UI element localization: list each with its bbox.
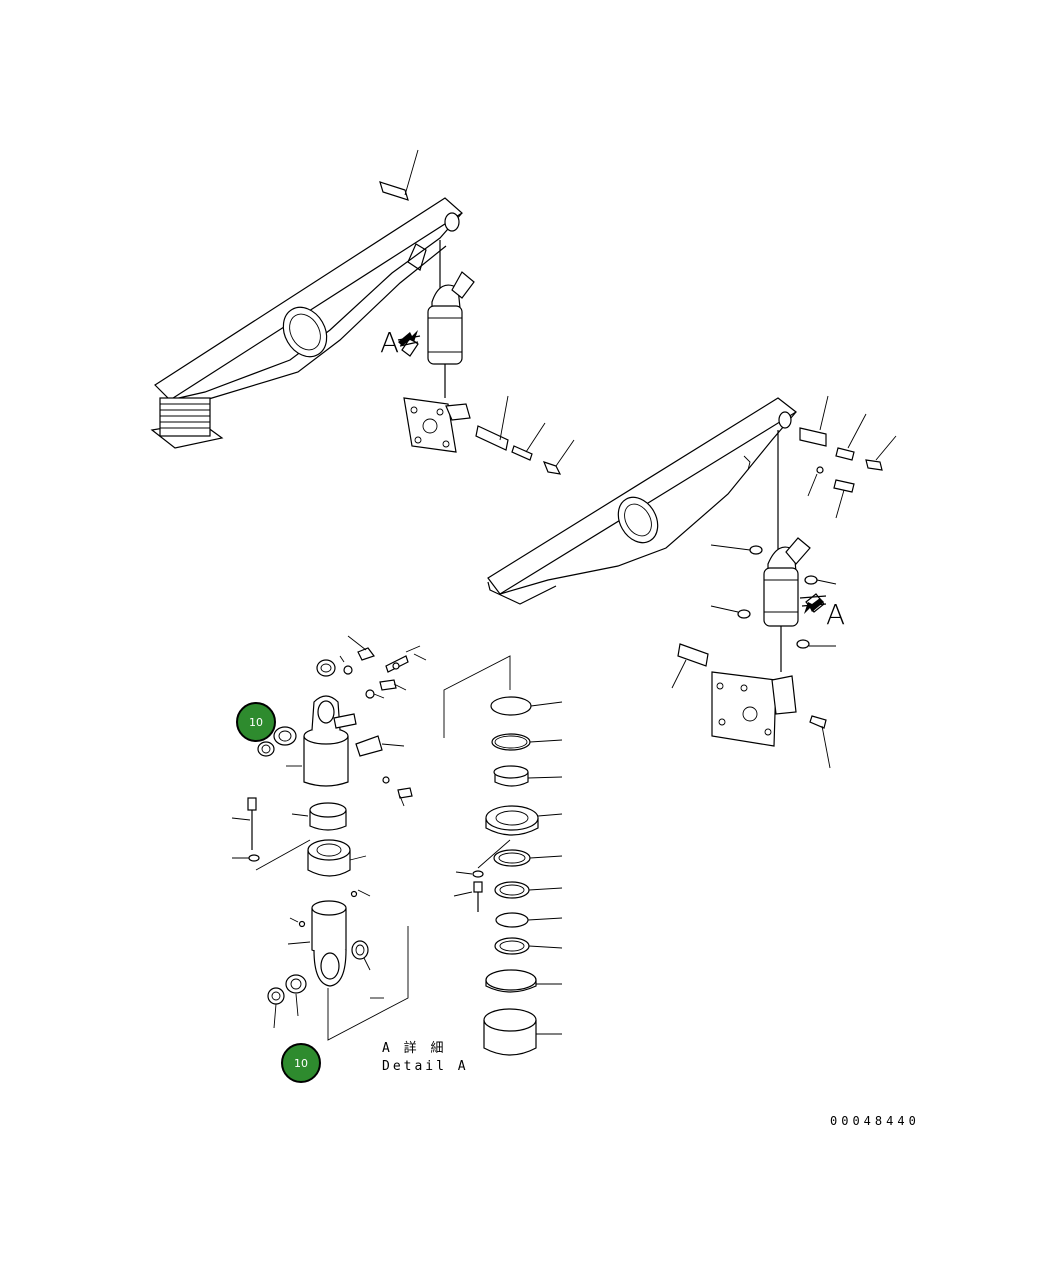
right-cylinder bbox=[763, 430, 827, 672]
right-bracket-plate bbox=[711, 671, 797, 747]
view-arrow-right-icon bbox=[804, 598, 824, 614]
detail-ring-stack bbox=[477, 696, 563, 1056]
view-label-left: A bbox=[380, 326, 400, 359]
detail-bearings-bottom bbox=[267, 974, 384, 1029]
detail-cylinder-upper bbox=[286, 695, 405, 787]
detail-hardware-top bbox=[347, 635, 427, 807]
drawing-number: 00048440 bbox=[830, 1114, 920, 1128]
view-label-right: A bbox=[826, 598, 846, 631]
detail-bearings-top bbox=[257, 655, 353, 757]
right-equalizer-bar bbox=[487, 397, 798, 605]
detail-title: A 詳 細 Detail A bbox=[382, 1040, 469, 1076]
left-pins bbox=[475, 395, 575, 475]
left-rubber-pad bbox=[150, 397, 224, 449]
right-pins bbox=[799, 395, 897, 769]
detail-bushing bbox=[291, 802, 347, 831]
detail-bracket-lines bbox=[327, 655, 511, 1041]
right-long-pin bbox=[671, 643, 709, 689]
left-cylinder bbox=[397, 240, 475, 398]
detail-bolt-left bbox=[231, 797, 260, 862]
detail-bolt-right bbox=[453, 870, 484, 912]
left-top-pin bbox=[379, 149, 419, 201]
right-orings bbox=[710, 544, 837, 649]
detail-rod-lower bbox=[287, 889, 371, 987]
callout-badge-bottom[interactable]: 10 bbox=[281, 1043, 321, 1083]
left-equalizer-bar bbox=[154, 197, 463, 411]
left-bracket-plate bbox=[403, 397, 471, 453]
detail-spherical-bearing bbox=[255, 839, 367, 877]
view-arrow-left-icon bbox=[398, 330, 418, 346]
detail-title-en: Detail A bbox=[382, 1059, 469, 1074]
callout-badge-top[interactable]: 10 bbox=[236, 702, 276, 742]
detail-title-jp: A 詳 細 bbox=[382, 1041, 447, 1056]
